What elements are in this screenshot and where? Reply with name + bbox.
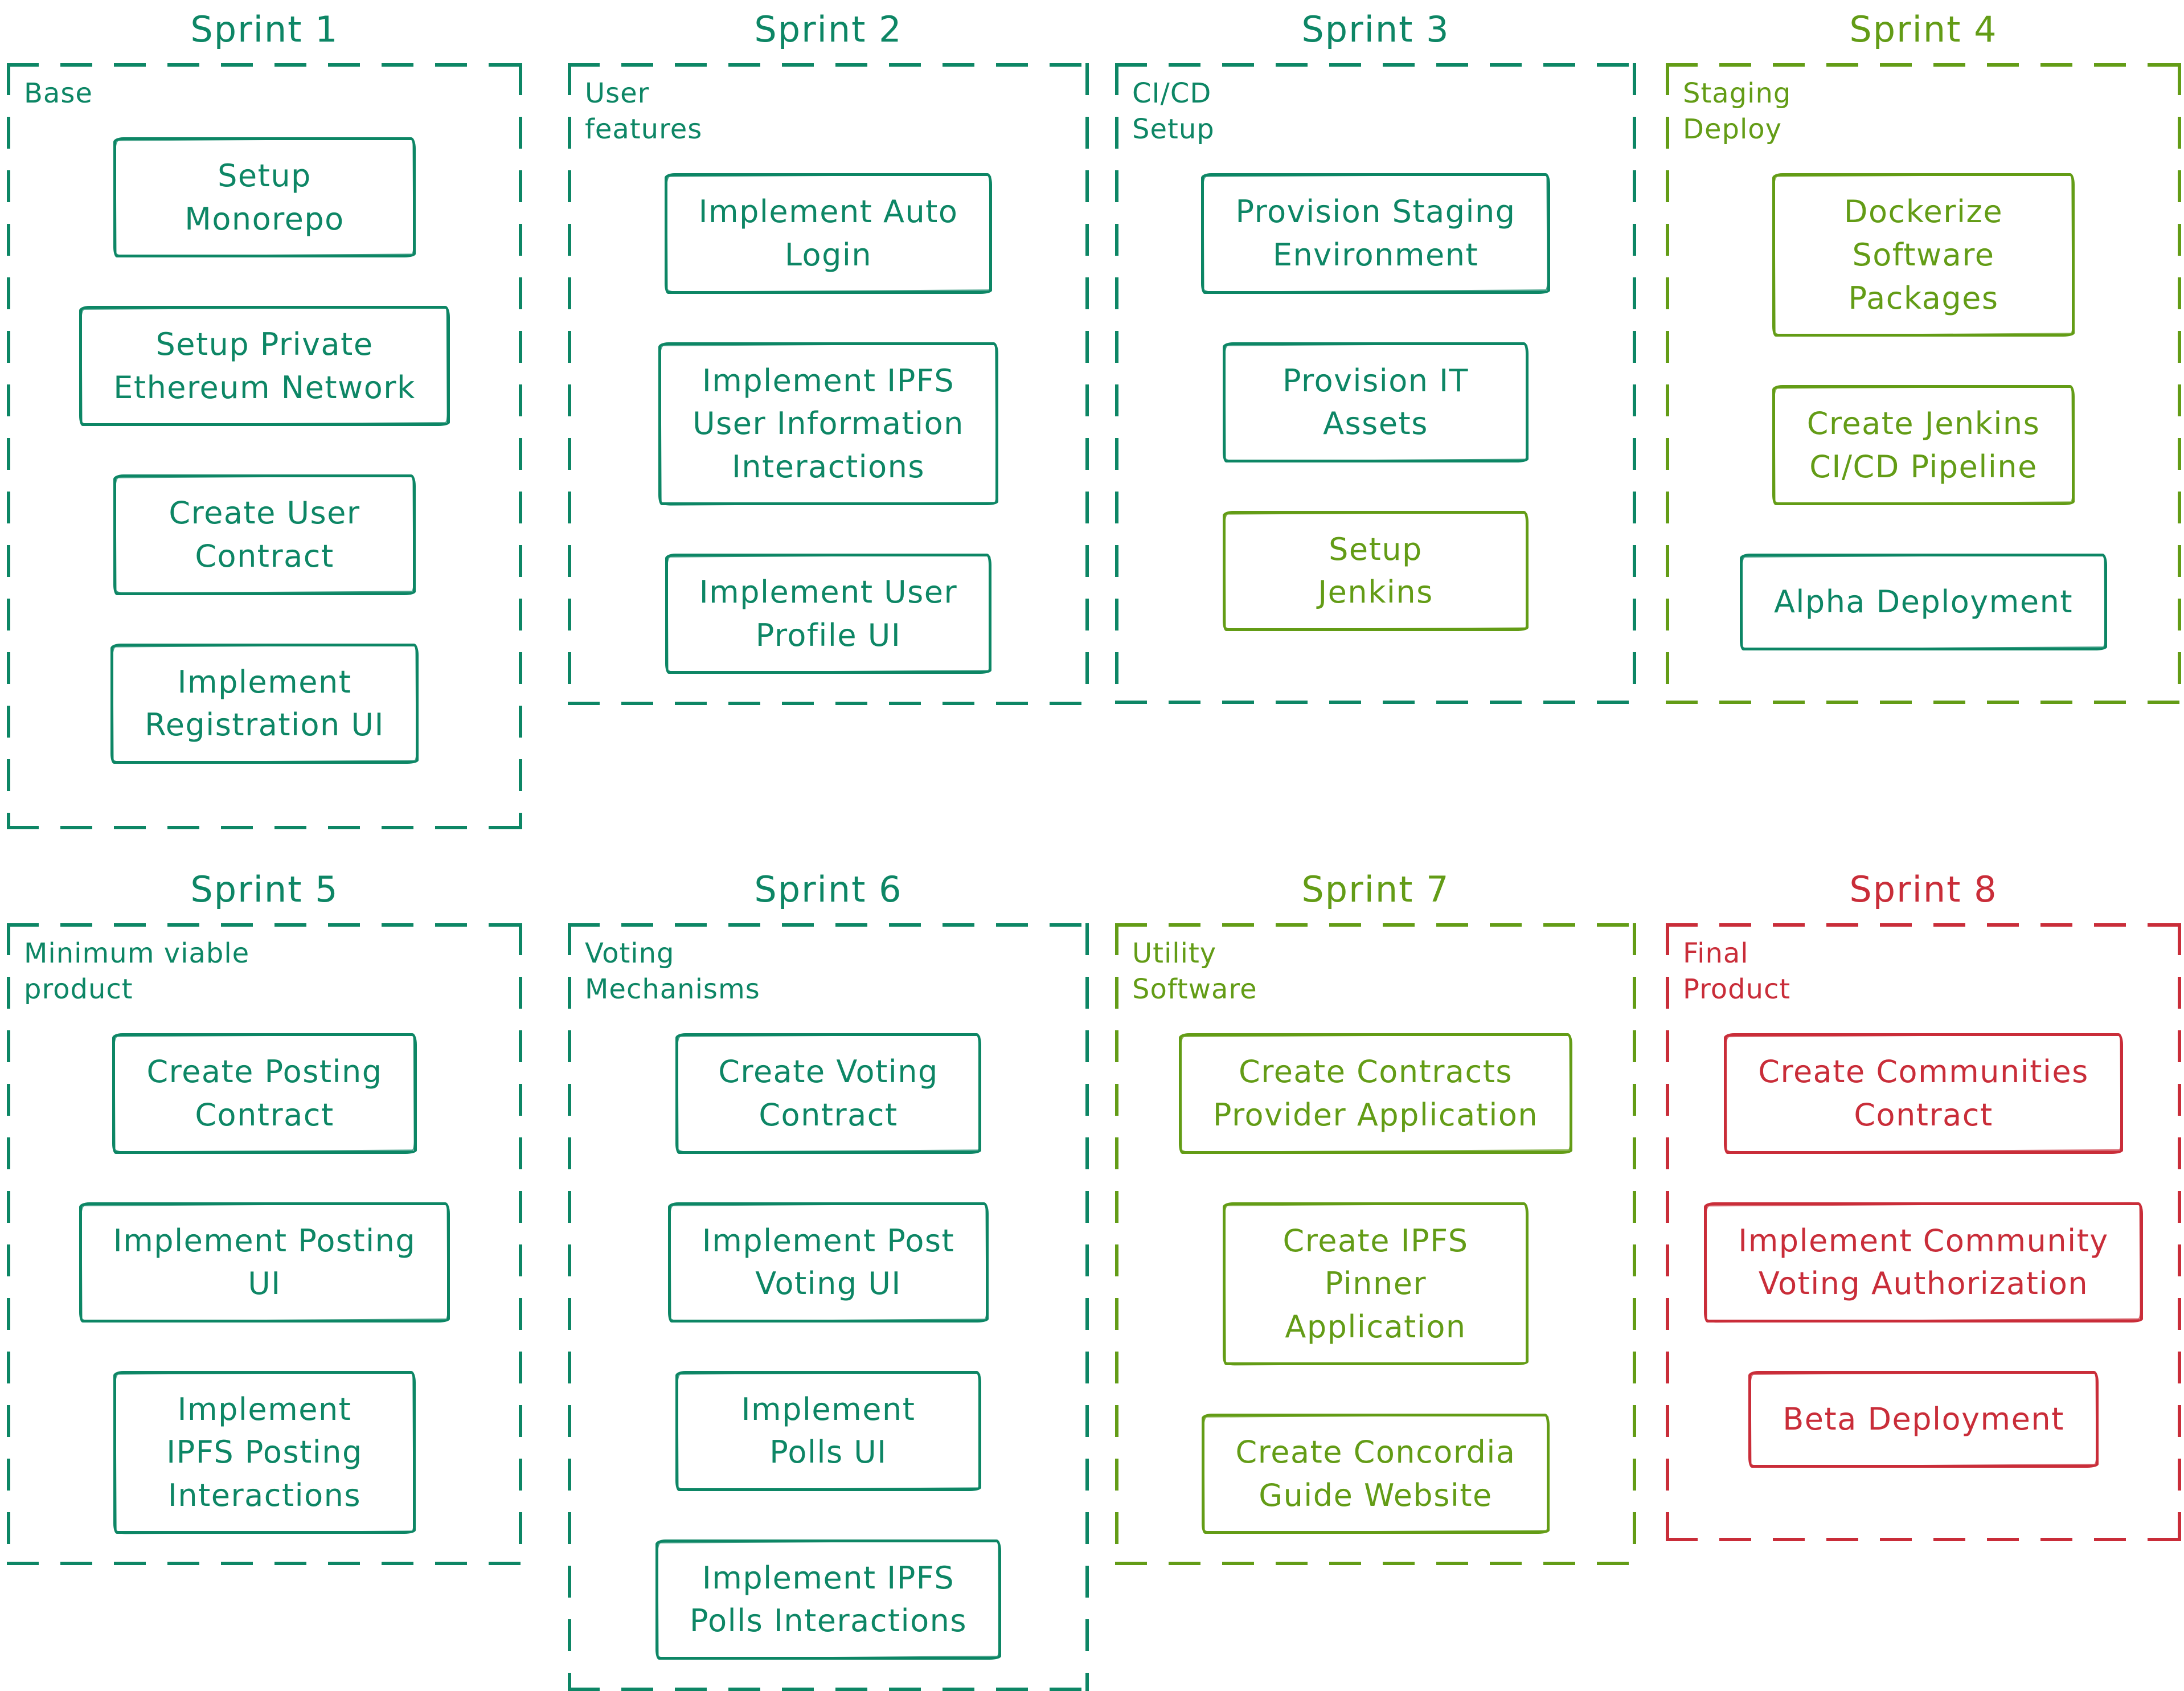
task-box: Create Communities Contract [1724,1033,2123,1154]
sprint-label: User features [585,77,703,145]
task-box: Dockerize Software Packages [1772,173,2075,337]
task-box: Alpha Deployment [1739,554,2107,651]
sprint-label: CI/CD Setup [1132,77,1215,145]
task-label: Implement Posting UI [113,1222,416,1302]
sprint-title: Sprint 3 [1301,9,1450,50]
task-box: Create Posting Contract [112,1033,417,1154]
task-box: Implement User Profile UI [665,554,992,674]
sprint-frame: User features Implement Auto Login Imple… [568,63,1089,706]
sprint-title: Sprint 4 [1849,9,1998,50]
sprint-3: Sprint 3 CI/CD Setup Provision Staging E… [1115,7,1636,704]
task-label: Create Posting Contract [146,1054,383,1133]
task-label: Create Concordia Guide Website [1235,1434,1516,1513]
sprint-frame: Voting Mechanisms Create Voting Contract… [568,923,1089,1691]
sprint-title: Sprint 7 [1301,869,1450,910]
task-box: Create User Contract [113,474,416,595]
sprint-6: Sprint 6 Voting Mechanisms Create Voting… [568,867,1089,1691]
task-label: Create IPFS Pinner Application [1282,1222,1469,1345]
sprint-frame: Final Product Create Communities Contrac… [1666,923,2181,1541]
sprint-label: Staging Deploy [1683,77,1792,145]
sprint-label: Final Product [1683,937,1791,1005]
task-label: Setup Private Ethereum Network [113,326,416,406]
sprint-frame: Staging Deploy Dockerize Software Packag… [1666,63,2181,704]
task-box: Setup Monorepo [113,137,416,258]
task-list: Dockerize Software Packages Create Jenki… [1679,173,2167,651]
task-list: Provision Staging Environment Provision … [1129,173,1622,631]
sprint-5: Sprint 5 Minimum viable product Create P… [7,867,522,1565]
sprint-2: Sprint 2 User features Implement Auto Lo… [568,7,1089,705]
task-box: Create Jenkins CI/CD Pipeline [1772,385,2075,506]
sprint-label: Voting Mechanisms [585,937,760,1005]
task-label: Implement Post Voting UI [702,1222,955,1302]
task-box: Create Voting Contract [675,1033,982,1154]
task-box: Beta Deployment [1748,1370,2099,1468]
task-label: Implement Registration UI [145,664,384,743]
task-label: Implement Polls UI [741,1391,916,1471]
task-list: Create Communities Contract Implement Co… [1679,1033,2167,1468]
task-list: Create Posting Contract Implement Postin… [21,1033,509,1534]
task-box: Implement Community Voting Authorization [1704,1202,2143,1322]
task-label: Dockerize Software Packages [1843,194,2003,316]
task-box: Setup Private Ethereum Network [79,306,450,427]
sprint-frame: CI/CD Setup Provision Staging Environmen… [1115,63,1636,704]
task-box: Create IPFS Pinner Application [1222,1202,1529,1366]
sprint-8: Sprint 8 Final Product Create Communitie… [1666,867,2181,1541]
task-label: Provision IT Assets [1282,362,1469,442]
task-label: Create Jenkins CI/CD Pipeline [1806,406,2040,485]
sprint-frame: Minimum viable product Create Posting Co… [7,923,522,1566]
task-label: Implement Community Voting Authorization [1738,1222,2109,1302]
task-label: Implement User Profile UI [699,574,958,653]
sprint-1: Sprint 1 Base Setup Monorepo Setup Priva… [7,7,522,829]
task-label: Implement IPFS User Information Interact… [693,362,964,485]
sprint-label: Utility Software [1132,937,1257,1005]
sprint-title: Sprint 6 [754,869,903,910]
sprint-7: Sprint 7 Utility Software Create Contrac… [1115,867,1636,1565]
task-label: Setup Jenkins [1318,531,1433,611]
task-box: Implement Posting UI [79,1202,450,1322]
task-label: Create User Contract [169,495,360,574]
task-box: Create Concordia Guide Website [1201,1414,1550,1534]
task-label: Create Voting Contract [718,1054,939,1133]
task-list: Implement Auto Login Implement IPFS User… [581,173,1075,674]
sprint-title: Sprint 2 [754,9,903,50]
task-label: Implement IPFS Posting Interactions [166,1391,363,1513]
task-box: Implement Auto Login [664,173,993,294]
sprint-frame: Utility Software Create Contracts Provid… [1115,923,1636,1566]
task-box: Implement IPFS User Information Interact… [658,342,998,506]
task-list: Create Contracts Provider Application Cr… [1129,1033,1622,1534]
sprint-title: Sprint 1 [190,9,339,50]
task-label: Alpha Deployment [1773,584,2073,620]
sprint-title: Sprint 8 [1849,869,1998,910]
task-list: Create Voting Contract Implement Post Vo… [581,1033,1075,1660]
task-box: Provision IT Assets [1222,342,1529,462]
sprint-label: Base [24,77,93,109]
task-box: Implement IPFS Posting Interactions [113,1370,416,1534]
task-label: Create Contracts Provider Application [1212,1054,1539,1133]
task-box: Implement IPFS Polls Interactions [655,1539,1002,1660]
sprint-label: Minimum viable product [24,937,250,1005]
task-label: Implement Auto Login [698,194,958,273]
task-list: Setup Monorepo Setup Private Ethereum Ne… [21,137,509,764]
task-label: Setup Monorepo [185,157,345,237]
task-label: Create Communities Contract [1758,1054,2089,1133]
sprint-frame: Base Setup Monorepo Setup Private Ethere… [7,63,522,829]
task-box: Implement Polls UI [675,1370,982,1491]
task-box: Implement Registration UI [110,643,419,764]
sprint-title: Sprint 5 [190,869,339,910]
task-box: Create Contracts Provider Application [1178,1033,1573,1154]
task-label: Provision Staging Environment [1235,194,1516,273]
sprint-4: Sprint 4 Staging Deploy Dockerize Softwa… [1666,7,2181,704]
task-label: Beta Deployment [1783,1401,2064,1437]
task-box: Provision Staging Environment [1201,173,1550,294]
task-box: Implement Post Voting UI [667,1202,989,1322]
task-label: Implement IPFS Polls Interactions [689,1559,968,1639]
task-box: Setup Jenkins [1222,510,1529,631]
